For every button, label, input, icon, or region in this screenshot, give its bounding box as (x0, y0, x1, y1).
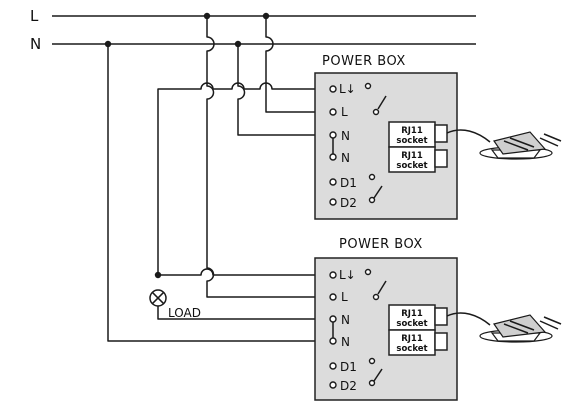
contact-icon (368, 379, 376, 387)
terminal-label: N (341, 335, 350, 349)
terminal-icon (329, 131, 337, 139)
field-wiring (107, 16, 330, 342)
rj11-socket-1: RJ11 socket (388, 121, 448, 148)
switch-blade-icon (377, 280, 387, 295)
rj11-socket-1: RJ11 socket (388, 304, 448, 331)
terminal-l: L (329, 105, 348, 119)
sensor-icon (479, 314, 562, 343)
contact-icon (368, 196, 376, 204)
neutral-drop-wire (107, 44, 330, 342)
svg-text:socket: socket (396, 319, 427, 329)
rj11-socket-2: RJ11 socket (388, 329, 448, 356)
relay-switch (364, 268, 387, 301)
terminal-l: L (329, 290, 348, 304)
terminal-d1: D1 (329, 173, 376, 190)
terminal-n-2: N (329, 138, 350, 165)
power-box-title: POWER BOX (339, 237, 423, 252)
terminal-icon (329, 153, 337, 161)
terminal-icon (329, 178, 337, 186)
terminal-d2: D2 (329, 185, 383, 210)
power-box-lower: POWER BOX L↓ L N N D1 (314, 237, 562, 401)
terminal-icon (329, 271, 337, 279)
contact-icon (364, 268, 372, 276)
terminal-icon (329, 337, 337, 345)
switch-blade-icon (377, 95, 387, 110)
load-lamp: LOAD (149, 289, 201, 320)
sensor-icon (479, 131, 562, 160)
terminal-label: N (341, 151, 350, 165)
terminal-label: N (341, 129, 350, 143)
terminal-label: D1 (340, 360, 357, 374)
svg-text:RJ11: RJ11 (401, 309, 423, 319)
load-label: LOAD (168, 306, 201, 320)
svg-text:RJ11: RJ11 (401, 151, 423, 161)
sensor-cable-wire (446, 312, 491, 326)
terminal-label: D2 (340, 196, 357, 210)
terminal-icon (329, 381, 337, 389)
neutral-rail-label: N (30, 35, 41, 53)
power-box-title: POWER BOX (322, 54, 406, 69)
contact-icon (372, 293, 380, 301)
svg-text:socket: socket (396, 161, 427, 171)
terminal-icon (329, 108, 337, 116)
contact-icon (364, 82, 372, 90)
terminal-label: L (341, 290, 348, 304)
switch-blade-icon (373, 185, 383, 199)
contact-icon (368, 173, 376, 181)
supply-rails: L N (30, 7, 476, 53)
line-rail-label: L (30, 7, 39, 25)
terminal-label: L (341, 105, 348, 119)
terminal-label: D1 (340, 176, 357, 190)
terminal-n-2: N (329, 322, 350, 349)
contact-icon (368, 357, 376, 365)
junction-dot (154, 271, 162, 279)
terminal-label: D2 (340, 379, 357, 393)
line-drop-lower-wire (206, 16, 330, 298)
terminal-icon (329, 198, 337, 206)
terminal-l-switched: L↓ (329, 268, 356, 282)
sensor-cable-wire (446, 129, 491, 143)
line-drop-upper-wire (265, 16, 330, 113)
neutral-drop-upper-wire (237, 44, 330, 136)
terminal-icon (329, 362, 337, 370)
power-box-upper: POWER BOX L↓ L N N D1 (314, 54, 562, 220)
terminal-icon (329, 293, 337, 301)
svg-text:RJ11: RJ11 (401, 334, 423, 344)
svg-text:RJ11: RJ11 (401, 126, 423, 136)
terminal-icon (329, 85, 337, 93)
relay-switch (364, 82, 387, 116)
terminal-label: L↓ (339, 268, 356, 282)
switch-blade-icon (373, 368, 383, 382)
terminal-l-switched: L↓ (329, 82, 356, 96)
load-return-wire (157, 306, 330, 320)
terminal-d2: D2 (329, 368, 383, 393)
terminal-n: N (329, 313, 350, 327)
terminal-d1: D1 (329, 357, 376, 374)
rail-junctions (104, 12, 270, 48)
rj11-socket-2: RJ11 socket (388, 146, 448, 173)
svg-text:socket: socket (396, 136, 427, 146)
terminal-icon (329, 315, 337, 323)
svg-text:socket: socket (396, 344, 427, 354)
terminal-label: L↓ (339, 82, 356, 96)
switched-line-link-wire (157, 82, 330, 276)
terminal-label: N (341, 313, 350, 327)
contact-icon (372, 108, 380, 116)
